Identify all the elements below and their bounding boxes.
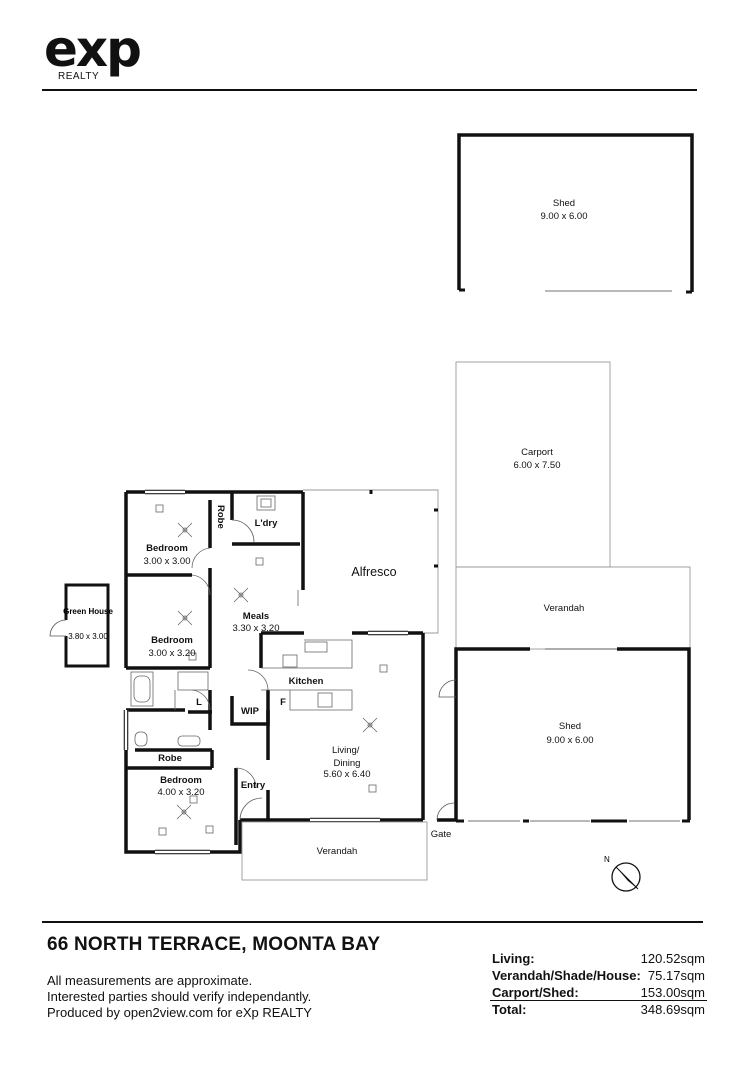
- robe-bottom-label: Robe: [158, 753, 182, 764]
- area-value: 120.52sqm: [640, 951, 705, 966]
- logo-subtitle: REALTY: [58, 71, 100, 82]
- house-fixtures: [123, 489, 408, 855]
- header-rule: [42, 89, 697, 91]
- room-size: 6.00 x 7.50: [513, 460, 560, 471]
- disclaimer-line: All measurements are approximate.: [47, 973, 253, 988]
- bedroom-2-size: 3.00 x 3.20: [148, 648, 195, 659]
- area-row-total: Total: 348.69sqm: [492, 1002, 705, 1017]
- producer-line: Produced by open2view.com for eXp REALTY: [47, 1005, 312, 1020]
- total-divider: [490, 1000, 707, 1001]
- verandah-front: Verandah: [241, 821, 428, 881]
- compass-icon: N: [604, 855, 641, 892]
- logo-wordmark: exp: [44, 20, 142, 78]
- area-label: Total:: [492, 1002, 527, 1017]
- shed-right: Shed 9.00 x 6.00: [438, 647, 691, 823]
- area-row-verandah: Verandah/Shade/House: 75.17sqm: [492, 968, 705, 983]
- area-row-living: Living: 120.52sqm: [492, 951, 705, 966]
- room-label: Alfresco: [351, 565, 396, 579]
- room-label: Verandah: [544, 603, 585, 614]
- meals-label: Meals: [243, 611, 269, 622]
- room-size: 9.00 x 6.00: [546, 735, 593, 746]
- room-label: Green House: [63, 607, 113, 616]
- disclaimer-line: Interested parties should verify indepen…: [47, 989, 312, 1004]
- area-row-carport: Carport/Shed: 153.00sqm: [492, 985, 705, 1000]
- area-label: Living:: [492, 951, 535, 966]
- alfresco: Alfresco: [303, 489, 439, 634]
- meals-size: 3.30 x 3.20: [232, 623, 279, 634]
- room-label: Shed: [559, 721, 581, 732]
- area-value: 75.17sqm: [647, 968, 705, 983]
- fridge-label: F: [280, 697, 286, 708]
- bedroom-3-size: 4.00 x 3.20: [157, 787, 204, 798]
- laundry-label: L'dry: [255, 518, 279, 529]
- exp-realty-logo: exp REALTY: [44, 20, 142, 82]
- room-label: Carport: [521, 447, 553, 458]
- room-label: Gate: [431, 829, 452, 840]
- robe-top-label: Robe: [215, 505, 226, 529]
- linen-label: L: [196, 697, 202, 708]
- wip-label: WIP: [241, 706, 260, 717]
- living-label-line-2: Dining: [334, 758, 361, 769]
- area-value: 348.69sqm: [640, 1002, 705, 1017]
- bedroom-3-label: Bedroom: [160, 775, 202, 786]
- property-address: 66 NORTH TERRACE, MOONTA BAY: [47, 934, 381, 955]
- bedroom-2-label: Bedroom: [151, 635, 193, 646]
- living-label-line-1: Living/: [332, 745, 360, 756]
- entry-label: Entry: [241, 780, 266, 791]
- area-label: Verandah/Shade/House:: [492, 968, 641, 983]
- room-label: Shed: [553, 198, 575, 209]
- compass-north-label: N: [604, 855, 610, 864]
- living-size: 5.60 x 6.40: [323, 769, 370, 780]
- footer-rule: [42, 921, 703, 923]
- room-size: 9.00 x 6.00: [540, 211, 587, 222]
- area-label: Carport/Shed:: [492, 985, 579, 1000]
- bedroom-1-label: Bedroom: [146, 543, 188, 554]
- shed-top: Shed 9.00 x 6.00: [457, 133, 694, 294]
- verandah-right: Verandah: [455, 566, 691, 650]
- area-value: 153.00sqm: [640, 985, 705, 1000]
- room-label: Verandah: [317, 846, 358, 857]
- room-size: 3.80 x 3.00: [68, 632, 108, 641]
- kitchen-label: Kitchen: [289, 676, 324, 687]
- gate: Gate: [431, 802, 456, 840]
- living-label: Living/ Dining: [332, 745, 362, 769]
- carport: Carport 6.00 x 7.50: [455, 361, 611, 568]
- green-house: Green House 3.80 x 3.00: [49, 583, 113, 668]
- bedroom-1-size: 3.00 x 3.00: [143, 556, 190, 567]
